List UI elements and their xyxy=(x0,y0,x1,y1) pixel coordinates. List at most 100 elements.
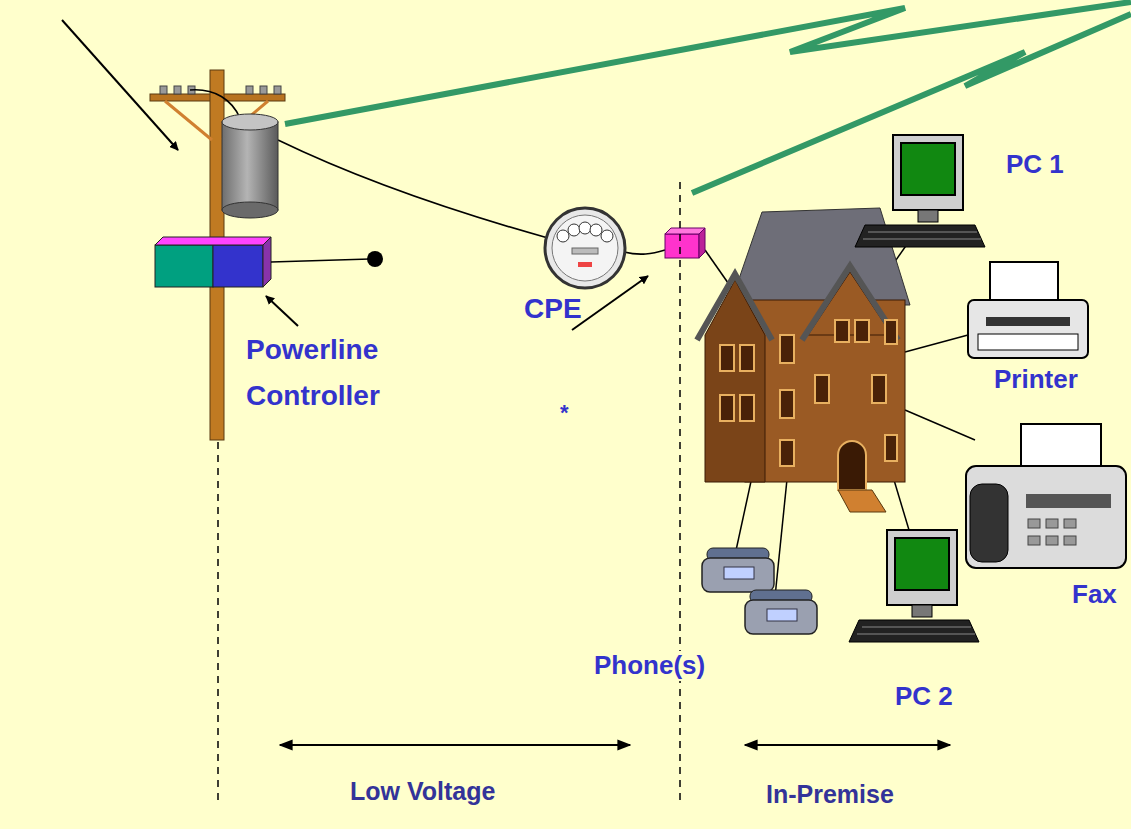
device-label: PC 2 xyxy=(895,682,953,712)
house xyxy=(885,320,897,344)
computer-icon xyxy=(849,620,979,642)
house xyxy=(720,345,734,371)
computer-icon xyxy=(862,627,971,628)
transformer xyxy=(222,202,278,218)
computer-icon xyxy=(918,210,938,222)
printer-icon xyxy=(978,334,1078,350)
power-wire xyxy=(190,90,240,118)
electric-meter xyxy=(552,215,618,281)
house xyxy=(838,441,866,490)
computer-icon xyxy=(849,530,979,642)
computer-icon xyxy=(887,530,957,605)
powerline-controller-box xyxy=(155,245,213,287)
fax-icon xyxy=(1064,519,1076,528)
powerline-controller-box xyxy=(155,237,271,287)
boundary-line xyxy=(679,182,681,800)
electric-meter xyxy=(601,230,613,242)
house xyxy=(885,435,897,461)
cpe-box xyxy=(665,234,699,258)
house xyxy=(835,320,849,342)
house xyxy=(697,208,910,512)
computer-icon xyxy=(855,135,985,247)
electric-meter xyxy=(579,222,591,234)
powerline-controller-box xyxy=(263,237,271,287)
telephone-icon xyxy=(724,567,754,579)
pointer-arrow xyxy=(62,20,178,150)
house xyxy=(740,395,754,421)
transformer xyxy=(222,122,278,210)
electric-meter xyxy=(557,230,569,242)
telephone-icon xyxy=(745,600,817,634)
powerline-controller-box xyxy=(155,237,271,245)
utility-pole xyxy=(274,86,281,94)
pointer-arrow xyxy=(572,276,648,330)
house xyxy=(720,395,734,421)
electric-meter xyxy=(545,208,625,288)
range-label: In-Premise xyxy=(766,780,894,809)
electric-meter xyxy=(578,262,592,267)
computer-icon xyxy=(863,239,981,240)
telephone-icon xyxy=(767,609,797,621)
house xyxy=(780,335,794,363)
coupler-dot xyxy=(367,251,383,267)
transformer xyxy=(222,114,278,218)
house xyxy=(815,375,829,403)
fax-icon xyxy=(966,466,1126,568)
house xyxy=(730,208,910,305)
telephone-icon xyxy=(702,558,774,592)
device-link xyxy=(905,410,975,440)
range-arrow xyxy=(280,744,950,746)
computer-icon xyxy=(893,135,963,210)
fax-icon xyxy=(1028,536,1040,545)
electric-meter xyxy=(568,224,580,236)
footnote-mark: * xyxy=(560,400,569,425)
fax-icon xyxy=(1046,519,1058,528)
fax-icon xyxy=(1026,494,1111,508)
range-arrow xyxy=(745,744,950,746)
printer-icon xyxy=(968,300,1088,358)
range-label: Low Voltage xyxy=(350,777,495,806)
computer-icon xyxy=(868,232,977,233)
pointer-arrow xyxy=(266,296,298,326)
cpe-label: CPE xyxy=(524,293,582,325)
electric-meter xyxy=(545,208,625,288)
utility-pole xyxy=(165,101,212,140)
utility-pole xyxy=(174,86,181,94)
boundary-line xyxy=(218,182,680,805)
computer-icon xyxy=(857,634,975,635)
house xyxy=(720,320,897,466)
device-label: Fax xyxy=(1072,580,1117,610)
boundary-line xyxy=(217,442,219,805)
electric-meter xyxy=(572,248,598,254)
transformer xyxy=(222,114,278,130)
device-label: PC 1 xyxy=(1006,150,1064,180)
electric-meter xyxy=(590,224,602,236)
computer-icon xyxy=(912,605,932,617)
power-wire xyxy=(190,90,740,300)
fax-icon xyxy=(1046,536,1058,545)
house xyxy=(855,320,869,342)
computer-icon xyxy=(855,225,985,247)
cpe-box xyxy=(665,228,705,234)
device-label: Printer xyxy=(994,365,1078,395)
house xyxy=(780,390,794,418)
utility-pole xyxy=(160,86,167,94)
range-arrow xyxy=(280,744,630,746)
wireless-link xyxy=(285,2,1131,193)
computer-icon xyxy=(895,538,949,590)
power-wire xyxy=(278,140,548,238)
controller-wire xyxy=(271,259,370,262)
fax-icon xyxy=(1028,519,1076,545)
house xyxy=(838,490,886,512)
printer-icon xyxy=(986,317,1070,326)
cpe-box xyxy=(665,228,705,258)
house xyxy=(872,375,886,403)
fax-icon xyxy=(970,484,1008,562)
house xyxy=(697,274,772,340)
utility-pole xyxy=(246,86,253,94)
utility-pole xyxy=(260,86,267,94)
cpe-box xyxy=(699,228,705,258)
house xyxy=(780,440,794,466)
controller-label: Powerline Controller xyxy=(246,327,380,419)
